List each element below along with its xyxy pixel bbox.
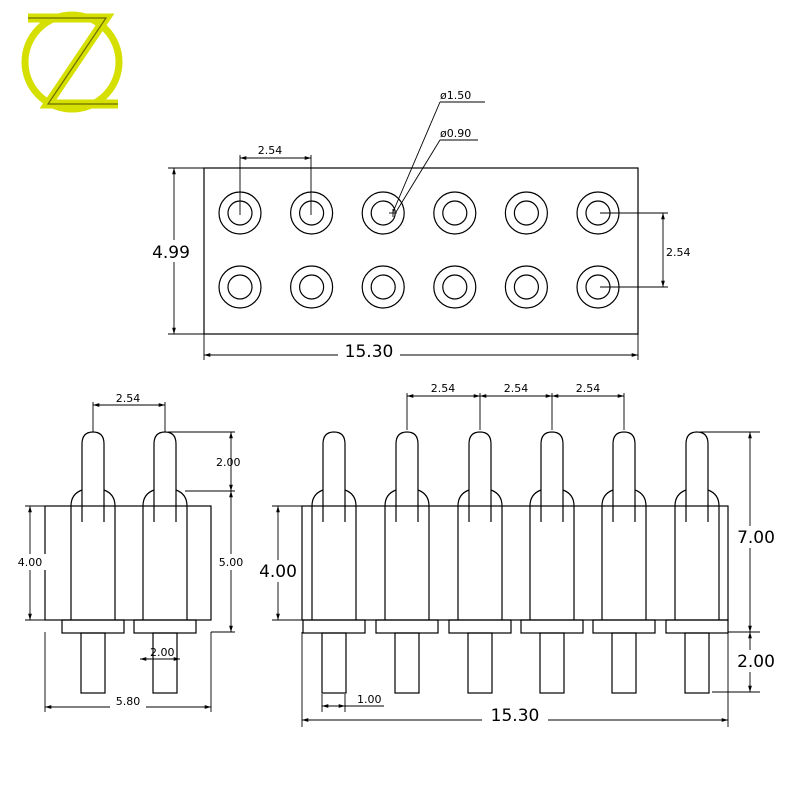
inner-diameter-label: ø0.90 xyxy=(440,127,471,140)
pin-barrel-right xyxy=(103,489,116,620)
pin-barrel-right xyxy=(707,489,720,620)
right-pins xyxy=(302,431,729,694)
pin xyxy=(61,431,125,694)
pin-flange xyxy=(665,619,729,634)
pin-barrel-right xyxy=(634,489,647,620)
pin-tail xyxy=(467,632,493,694)
pin-barrel-left xyxy=(384,489,397,620)
pin-plunger xyxy=(540,431,564,522)
hole-inner xyxy=(370,274,396,300)
hole-outer xyxy=(361,191,405,235)
right-body-height-label: 4.00 xyxy=(259,562,297,582)
pin xyxy=(448,431,512,694)
pin-barrel-left xyxy=(529,489,542,620)
hole-outer xyxy=(218,265,262,309)
top-width-label: 15.30 xyxy=(345,342,394,362)
top-pitch-label: 2.54 xyxy=(258,144,283,157)
hole-inner xyxy=(513,274,540,300)
pin-plunger xyxy=(153,431,177,522)
pin-flange xyxy=(61,619,125,634)
pin-flange xyxy=(375,619,439,634)
right-overall-height-label: 7.00 xyxy=(737,528,775,548)
side-view-left: 2.54 2.00 4.00 5.00 2.00 5.80 xyxy=(14,392,247,712)
pin-plunger xyxy=(685,431,709,522)
right-pitch-label-2: 2.54 xyxy=(504,382,529,395)
side-view-right: 2.54 2.54 2.54 4.00 7.00 2.00 1.00 15.30 xyxy=(255,382,779,727)
pin-flange xyxy=(448,619,512,634)
top-height-label: 4.99 xyxy=(152,243,190,263)
hole-inner xyxy=(513,200,540,226)
pin xyxy=(375,431,439,694)
company-logo xyxy=(21,11,123,113)
pin-flange xyxy=(520,619,584,634)
pin-barrel-right xyxy=(562,489,575,620)
pin-plunger xyxy=(322,431,346,522)
pin-barrel-left xyxy=(142,489,155,620)
left-body-height-label: 4.00 xyxy=(18,556,43,569)
pin-tail xyxy=(539,632,565,694)
right-pitch-label-1: 2.54 xyxy=(431,382,456,395)
left-body xyxy=(44,505,212,621)
hole-outer xyxy=(504,191,549,235)
pin-tail xyxy=(321,632,347,694)
right-width-label: 15.30 xyxy=(491,706,540,726)
top-view: 2.54 ø1.50 ø0.90 2.54 4.99 15.30 xyxy=(150,89,691,362)
hole-inner xyxy=(227,274,253,300)
pin-flange xyxy=(133,619,197,634)
pin-barrel-right xyxy=(490,489,503,620)
right-tail-width-label: 1.00 xyxy=(357,693,382,706)
pin xyxy=(520,431,584,694)
right-pitch-label-3: 2.54 xyxy=(576,382,601,395)
hole-outer xyxy=(290,191,334,235)
pin-barrel-right xyxy=(344,489,357,620)
hole-inner xyxy=(299,200,325,226)
hole-outer xyxy=(504,265,549,309)
left-tail-label: 2.00 xyxy=(150,646,175,659)
left-flange xyxy=(45,620,211,632)
hole-outer xyxy=(433,265,477,309)
pin xyxy=(302,431,366,694)
pin xyxy=(592,431,656,694)
pin-plunger xyxy=(468,431,492,522)
pin-tail xyxy=(394,632,420,694)
pin-tail xyxy=(80,632,106,694)
pin-barrel-left xyxy=(674,489,687,620)
hole-grid xyxy=(218,191,620,309)
hole-outer xyxy=(433,191,477,235)
pin-tail xyxy=(684,632,710,694)
left-pins xyxy=(61,431,197,694)
hole-outer xyxy=(290,265,334,309)
left-plunger-label: 2.00 xyxy=(216,456,241,469)
outer-diameter-label: ø1.50 xyxy=(440,89,471,102)
pin-barrel-right xyxy=(417,489,430,620)
left-width-label: 5.80 xyxy=(116,695,141,708)
pin-barrel-right xyxy=(175,489,188,620)
pin-barrel-left xyxy=(70,489,83,620)
pin xyxy=(665,431,729,694)
left-overall-height-label: 5.00 xyxy=(219,556,244,569)
pin-barrel-left xyxy=(311,489,324,620)
pin-plunger xyxy=(395,431,419,522)
pin-flange xyxy=(592,619,656,634)
pin-plunger xyxy=(612,431,636,522)
pin-flange xyxy=(302,619,366,634)
left-pitch-label: 2.54 xyxy=(116,392,141,405)
hole-inner xyxy=(299,274,325,300)
hole-outer xyxy=(361,265,405,309)
pin-plunger xyxy=(81,431,105,522)
right-body xyxy=(301,505,729,621)
pin-tail xyxy=(611,632,637,694)
right-tail-length-label: 2.00 xyxy=(737,652,775,672)
hole-inner xyxy=(442,274,468,300)
pin-barrel-left xyxy=(457,489,470,620)
hole-inner xyxy=(442,200,468,226)
row-pitch-label: 2.54 xyxy=(666,246,691,259)
pin-barrel-left xyxy=(601,489,614,620)
pin-tail xyxy=(152,632,178,694)
top-view-body xyxy=(203,167,639,335)
